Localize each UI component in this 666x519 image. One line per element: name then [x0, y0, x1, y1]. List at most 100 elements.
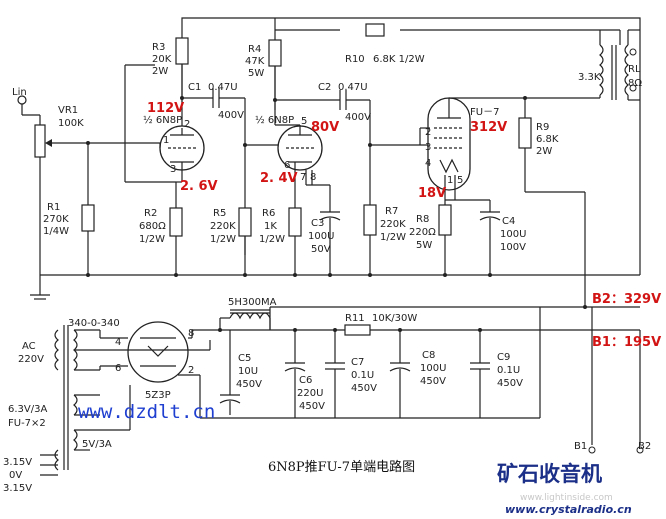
- c7-name: C7: [351, 357, 364, 368]
- vr1-volume-pot[interactable]: [34, 124, 161, 295]
- b-terminals: [588, 446, 644, 454]
- c9-value: 0.1U: [497, 365, 520, 376]
- r7-name: R7: [385, 206, 398, 217]
- r7-resistor: [363, 145, 377, 275]
- c4-name: C4: [502, 216, 515, 227]
- r10-name: R10: [345, 54, 365, 65]
- voltage-plate2: 80V: [311, 120, 339, 135]
- t1-pin-cathode: 3: [170, 164, 176, 175]
- rect-pin-2: 2: [188, 365, 194, 376]
- b2-terminal-label: B2: [638, 441, 651, 452]
- voltage-cathode1: 2. 6V: [180, 179, 218, 194]
- r9-name: R9: [536, 122, 549, 133]
- filter-chain: [192, 318, 482, 336]
- c9-voltage: 450V: [497, 378, 523, 389]
- c5-capacitor: [219, 330, 241, 415]
- c5-name: C5: [238, 353, 251, 364]
- c7-voltage: 450V: [351, 383, 377, 394]
- pt-tap2: 0V: [9, 470, 22, 481]
- tube1-name: ½ 6N8P: [143, 114, 182, 126]
- pt-fil1: 6.3V/3A: [8, 404, 47, 415]
- b1-voltage: B1：195V: [592, 335, 661, 350]
- t2-pin-h2: 8: [310, 172, 316, 183]
- b1-terminal-label: B1: [574, 441, 587, 452]
- c3-name: C3: [311, 218, 324, 229]
- ot-secondary-value: 8Ω: [628, 78, 642, 89]
- c2-voltage: 400V: [345, 112, 371, 123]
- r5-resistor: [238, 207, 252, 275]
- c1-value: 0.47U: [208, 82, 238, 93]
- r2-name: R2: [144, 208, 157, 219]
- r8-resistor: [438, 199, 490, 275]
- pt-tap1: 3.15V: [3, 457, 32, 468]
- t2-pin-plate: 5: [301, 116, 307, 127]
- r3-name: R3: [152, 42, 165, 53]
- t3-pin-3: 3: [425, 142, 431, 153]
- voltage-plate3: 312V: [470, 120, 507, 135]
- c6-name: C6: [299, 375, 312, 386]
- t3-pin-4: 4: [425, 158, 431, 169]
- r6-value: 1K: [264, 221, 277, 232]
- c4-voltage: 100V: [500, 242, 526, 253]
- r8-power: 5W: [416, 240, 432, 251]
- t3-pin-5: 5: [457, 175, 463, 186]
- rect-pin-6: 6: [115, 363, 121, 374]
- input-jack: [17, 95, 41, 125]
- r2-resistor: [169, 181, 183, 275]
- r6-power: 1/2W: [259, 234, 285, 245]
- pt-ac-label: AC: [22, 341, 36, 352]
- r5-power: 1/2W: [210, 234, 236, 245]
- pt-fil2: 5V/3A: [82, 439, 112, 450]
- c3-voltage: 50V: [311, 244, 331, 255]
- r1-resistor: [81, 141, 95, 275]
- c9-capacitor: [470, 330, 490, 418]
- c8-capacitor: [389, 330, 411, 418]
- r7-value: 220K: [380, 219, 406, 230]
- r9-resistor: [518, 96, 586, 307]
- r4-resistor: [268, 39, 282, 125]
- r7-power: 1/2W: [380, 232, 406, 243]
- t3-pin-2: 2: [425, 127, 431, 138]
- b-supply-rails: [269, 305, 641, 445]
- tube3-name: FU－7: [470, 107, 499, 118]
- b2-voltage: B2：329V: [592, 292, 661, 307]
- c8-voltage: 450V: [420, 376, 446, 387]
- r3-value: 20K: [152, 54, 172, 65]
- r5-name: R5: [213, 208, 226, 219]
- vr1-value: 100K: [58, 118, 84, 129]
- voltage-cathode3: 18V: [418, 186, 446, 201]
- voltage-plate1: 112V: [147, 101, 184, 116]
- c1-name: C1: [188, 82, 201, 93]
- rectifier-5z3p: [100, 321, 201, 418]
- r6-name: R6: [262, 208, 275, 219]
- tube2-6n8p: [275, 124, 330, 186]
- r4-power: 5W: [248, 68, 264, 79]
- r9-power: 2W: [536, 146, 552, 157]
- c5-value: 10U: [238, 366, 258, 377]
- choke-5h300ma: [220, 309, 271, 330]
- r3-power: 2W: [152, 66, 168, 77]
- r4-name: R4: [248, 44, 261, 55]
- vr1-name: VR1: [58, 105, 78, 116]
- r1-power: 1/4W: [43, 226, 69, 237]
- rect-pin-8: 8: [188, 328, 194, 339]
- r5-value: 220K: [210, 221, 236, 232]
- ot-primary: 3.3K: [578, 72, 601, 83]
- r11-value: 10K/30W: [372, 313, 417, 324]
- t2-pin-h1: 7: [300, 172, 306, 183]
- r6-resistor: [288, 180, 302, 275]
- t1-pin-grid: 1: [163, 135, 169, 146]
- c7-value: 0.1U: [351, 370, 374, 381]
- c6-voltage: 450V: [299, 401, 325, 412]
- pt-tap3: 3.15V: [3, 483, 32, 494]
- r9-value: 6.8K: [536, 134, 559, 145]
- t1-pin-plate: 2: [184, 119, 190, 130]
- t2-pin-cathode: 6: [284, 160, 290, 171]
- tube2-name: ½ 6N8P: [255, 114, 294, 126]
- r1-value: 270K: [43, 214, 69, 225]
- ot-secondary-name: RL: [628, 64, 641, 75]
- r11-name: R11: [345, 313, 365, 324]
- c9-name: C9: [497, 352, 510, 363]
